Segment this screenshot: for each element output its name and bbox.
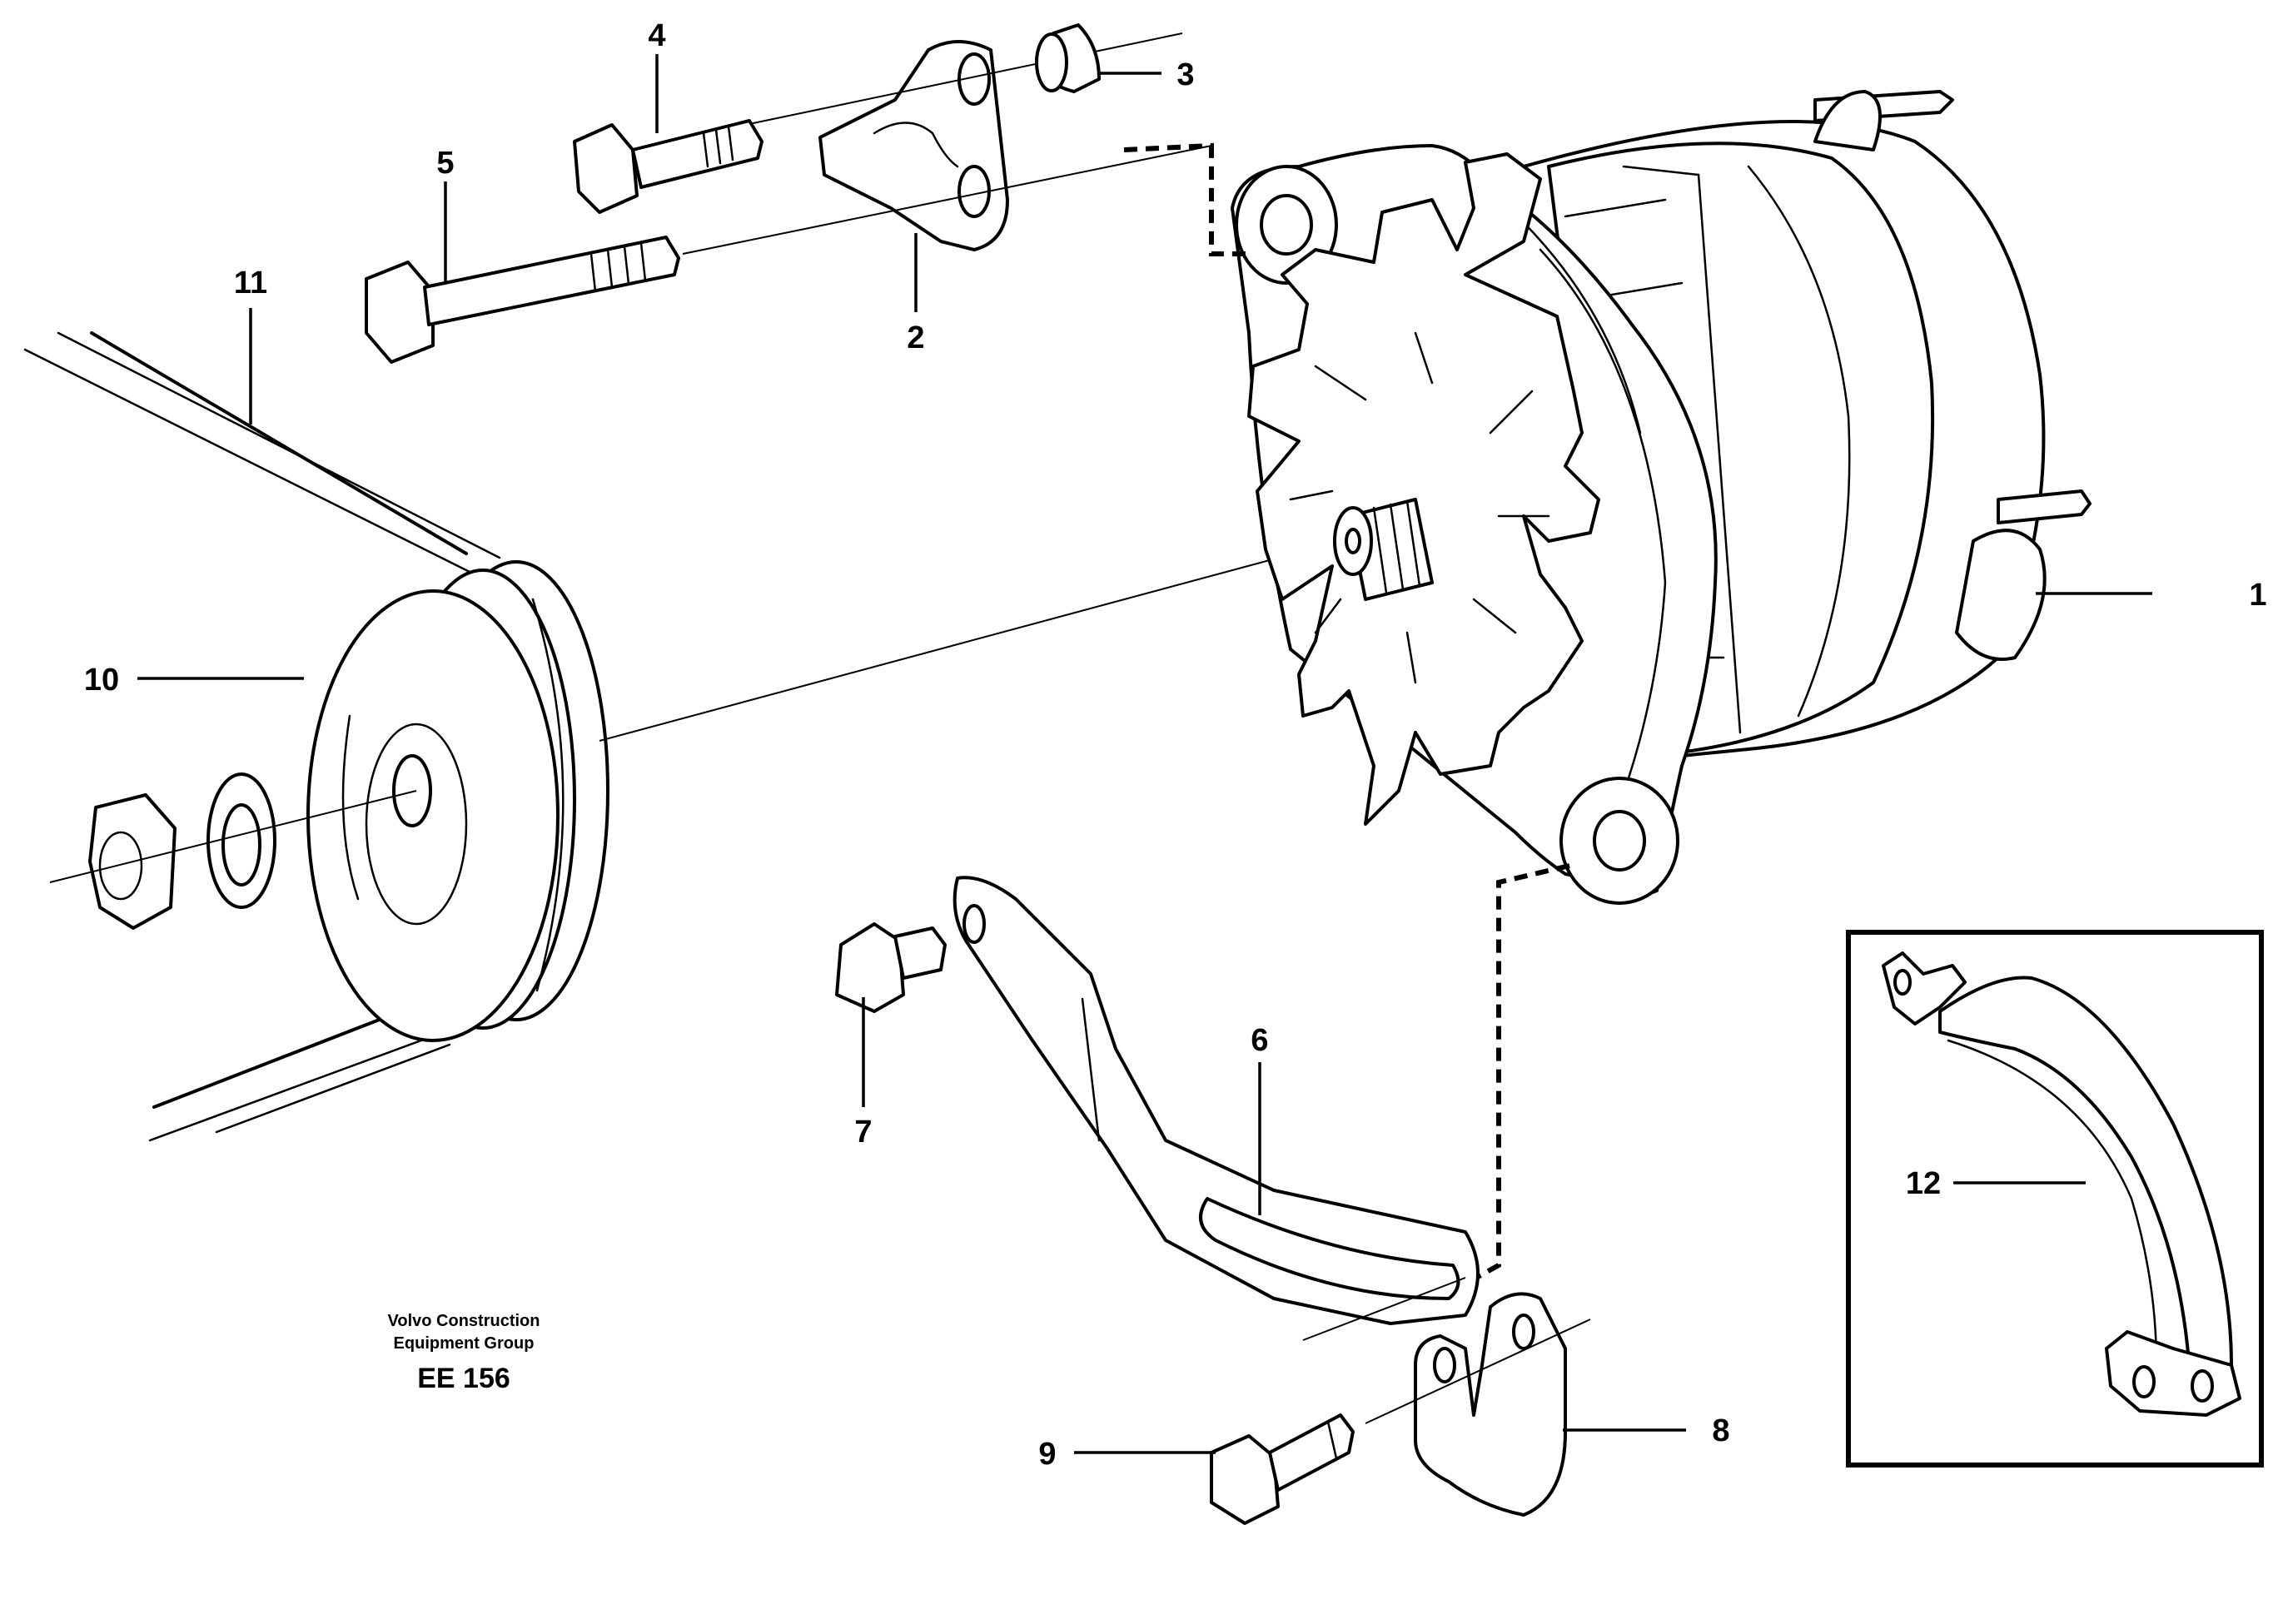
washer [206, 772, 276, 909]
credit-line-1: Volvo Construction [388, 1312, 540, 1330]
bolt-7 [835, 922, 947, 1013]
clevis-bracket [1414, 1292, 1567, 1517]
callout-8: 8 [1712, 1413, 1729, 1448]
callout-10: 10 [84, 663, 119, 698]
callout-11: 11 [234, 266, 267, 300]
callout-5: 5 [436, 146, 454, 181]
spacer [1035, 23, 1101, 93]
callout-6: 6 [1251, 1023, 1268, 1058]
bolt-9 [1210, 1413, 1355, 1525]
bolt-5 [365, 236, 680, 364]
inset-box [1846, 930, 2264, 1468]
callout-12: 12 [1906, 1166, 1941, 1201]
bracket [818, 40, 1009, 251]
bolt-4 [573, 119, 764, 214]
callout-4: 4 [648, 18, 665, 53]
fan [1247, 152, 1600, 826]
callout-1: 1 [2249, 578, 2266, 613]
v-belt [23, 331, 501, 1142]
callout-3: 3 [1176, 57, 1194, 92]
callout-7: 7 [854, 1115, 872, 1150]
credit-line-2: Equipment Group [394, 1334, 535, 1353]
callout-2: 2 [907, 320, 924, 355]
pulley [306, 560, 609, 1042]
callout-9: 9 [1038, 1437, 1056, 1472]
adjusting-arm [953, 876, 1480, 1325]
figure-code: EE 156 [417, 1363, 510, 1394]
